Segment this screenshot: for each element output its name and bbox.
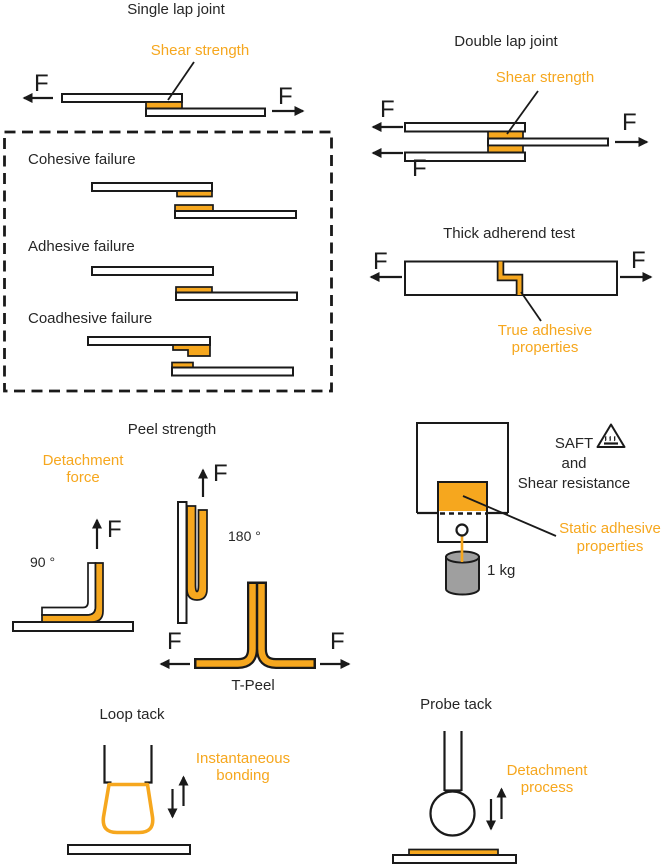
peel-strength-title: Peel strength [127,421,217,438]
detachment-force-line1: Detachment [42,452,124,469]
force-label: F [380,96,395,123]
single-lap-shear-label: Shear strength [150,42,250,59]
right-strip-outline [256,581,316,669]
annotation-pointer [506,90,539,135]
substrate-bar [67,844,191,855]
adhesive-failure-figure [91,266,298,301]
upper-adherend [91,182,213,192]
detachment-process-label: Detachment process [497,762,597,796]
substrate-bar [392,854,517,864]
lower-adherend [171,366,294,377]
peel-90-figure [12,518,134,632]
clamp-left [103,745,112,784]
saft-line2: and [561,455,587,472]
bottom-adherend [404,151,526,162]
instantaneous-bonding-label: Instantaneous bonding [193,750,293,784]
adhesive-residue-top [176,190,213,198]
double-lap-title: Double lap joint [454,33,558,50]
saft-line3: Shear resistance [517,475,631,492]
adhesive-layer-bottom [487,144,524,154]
probe-tack-title: Probe tack [420,696,492,713]
thick-adherend-title: Thick adherend test [443,225,575,242]
force-label: F [622,109,637,136]
force-label: F [412,155,427,182]
peel-180-figure [177,468,209,624]
force-label: F [107,516,122,543]
adhesive-strip [41,562,104,623]
left-strip [196,584,256,667]
probe-tack-figure [392,731,517,864]
coadhesive-failure-label: Coadhesive failure [28,310,153,327]
lower-adherend [175,291,298,301]
force-label: F [34,70,49,97]
lower-adherend [174,210,297,219]
lower-adherend [145,107,266,117]
failure-modes-box [3,130,333,393]
weight-cylinder [445,556,480,596]
adhesive-patch [438,482,487,511]
annotation-pointer [167,61,195,101]
adhesive-failure-label: Adhesive failure [28,238,135,255]
force-label: F [167,628,182,655]
substrate-bar [12,621,134,632]
saft-figure [416,422,626,596]
angle-180-label: 180 ° [228,528,261,544]
upper-adherend [87,336,211,346]
upper-adherend [91,266,214,276]
backing-strip [41,562,97,616]
force-label: F [330,628,345,655]
static-adhesive-label: Static adhesive properties [550,520,666,555]
detachment-process-line1: Detachment [506,762,588,779]
detachment-process-line2: process [520,779,574,796]
true-adhesive-label: True adhesive properties [485,322,605,356]
right-strip [258,584,314,667]
t-peel-label: T-Peel [231,677,275,694]
force-label: F [213,460,228,487]
upper-adherend [61,93,183,103]
backing-strip [177,501,188,624]
adhesive-step [498,261,522,295]
single-lap-title: Single lap joint [127,1,225,18]
adhesive-layer-top [487,130,524,140]
thick-adherend-figure [369,260,653,322]
middle-adherend [487,137,609,147]
angle-90-label: 90 ° [30,554,56,570]
force-label: F [373,248,388,275]
static-adhesive-line2: properties [576,537,644,555]
instantaneous-line2: bonding [216,767,270,784]
saft-line1: SAFT [554,435,594,452]
annotation-pointer [520,291,542,322]
weight-label: 1 kg [487,562,516,579]
detachment-force-label: Detachment force [33,452,133,486]
force-label: F [278,83,293,110]
instantaneous-line1: Instantaneous [195,750,291,767]
double-lap-shear-label: Shear strength [495,69,595,86]
adhesive-residue-stepped [172,344,211,357]
adhesive-fold [186,505,208,601]
annotation-pointer [462,495,557,537]
loop-tack-figure [67,745,191,855]
cohesive-failure-label: Cohesive failure [28,151,136,168]
single-lap-joint-figure [22,61,305,117]
hot-surface-warning-icon [596,423,626,448]
true-adhesive-line2: properties [511,339,579,356]
cohesive-failure-figure [91,182,297,219]
hanging-hole [455,523,469,537]
adhesive-loop [101,782,155,835]
true-adhesive-line1: True adhesive [497,322,593,339]
probe-ball [429,790,476,837]
double-lap-joint-figure [371,90,649,162]
loop-tack-title: Loop tack [99,706,165,723]
static-adhesive-line1: Static adhesive [559,520,661,537]
t-peel-figure [159,581,351,670]
coadhesive-failure-figure [87,336,294,377]
detachment-force-line2: force [66,469,100,486]
clamp-right [144,745,153,784]
saft-label-block: SAFT and Shear resistance [504,434,644,494]
force-label: F [631,247,646,274]
top-adherend [404,122,526,133]
